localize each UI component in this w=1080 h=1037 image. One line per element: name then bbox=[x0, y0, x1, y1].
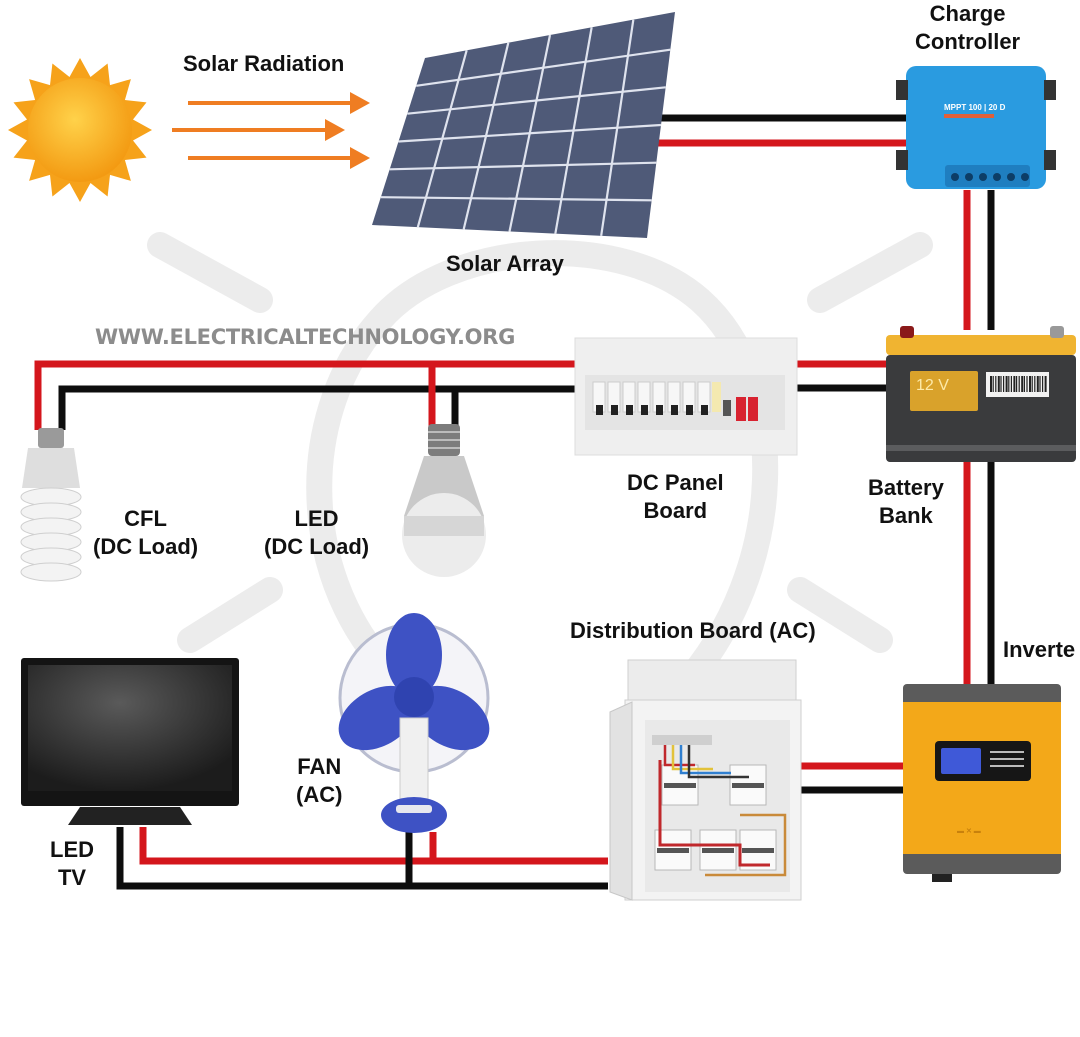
label-led-line2: (DC Load) bbox=[264, 534, 370, 559]
label-led-tv: LED TV bbox=[50, 836, 94, 892]
label-charge-controller: Charge Controller bbox=[915, 0, 1020, 56]
wire-dc-bus-positive bbox=[34, 360, 575, 430]
radiation-arrowhead-2 bbox=[325, 119, 345, 141]
solar-array-panel bbox=[372, 12, 675, 238]
distribution-board-device bbox=[609, 659, 802, 901]
label-fan-line2: (AC) bbox=[296, 782, 343, 807]
wire-ac-bus-positive bbox=[139, 827, 608, 865]
label-fan: FAN (AC) bbox=[296, 753, 342, 809]
led-bulb-device bbox=[402, 424, 486, 577]
label-cfl: CFL (DC Load) bbox=[93, 505, 198, 561]
label-led-line1: LED bbox=[294, 506, 339, 531]
label-dc-panel-board-line1: DC Panel bbox=[627, 470, 724, 495]
label-battery-bank: Battery Bank bbox=[868, 474, 944, 530]
label-cfl-line2: (DC Load) bbox=[93, 534, 199, 559]
label-charge-controller-line2: Controller bbox=[915, 29, 1021, 54]
label-dc-panel-board: DC Panel Board bbox=[627, 469, 724, 525]
label-cfl-line1: CFL bbox=[124, 506, 167, 531]
label-distribution-board: Distribution Board (AC) bbox=[570, 618, 816, 643]
cfl-bulb-device bbox=[20, 428, 82, 582]
label-battery-bank-line1: Battery bbox=[868, 475, 944, 500]
label-dc-panel-board-line2: Board bbox=[643, 498, 708, 523]
solar-radiation-arrows bbox=[172, 92, 370, 169]
wire-dc-bus-negative bbox=[58, 385, 575, 430]
label-inverter: Inverte bbox=[1003, 637, 1076, 662]
radiation-arrowhead-1 bbox=[350, 92, 370, 114]
led-tv-device bbox=[21, 658, 239, 825]
label-solar-array: Solar Array bbox=[446, 251, 564, 276]
label-battery-bank-line2: Bank bbox=[879, 503, 933, 528]
wiring bbox=[34, 114, 995, 890]
label-led: LED (DC Load) bbox=[264, 505, 369, 561]
sun-icon bbox=[8, 58, 152, 202]
charge-controller-model: MPPT 100 | 20 D bbox=[944, 103, 1006, 112]
inverter-device: ▬ ✕ ▬ bbox=[903, 684, 1061, 882]
dc-panel-board-device bbox=[574, 337, 798, 456]
label-led-tv-line2: TV bbox=[57, 865, 87, 890]
sun-disc bbox=[28, 78, 132, 182]
svg-text:▬ ✕ ▬: ▬ ✕ ▬ bbox=[957, 828, 981, 835]
table-fan-device bbox=[338, 613, 490, 833]
battery-device: 12 V bbox=[886, 326, 1076, 462]
label-charge-controller-line1: Charge bbox=[929, 1, 1006, 26]
label-solar-radiation: Solar Radiation bbox=[183, 51, 345, 76]
charge-controller-device: MPPT 100 | 20 D bbox=[896, 66, 1056, 189]
watermark-url: WWW.ELECTRICALTECHNOLOGY.ORG bbox=[95, 325, 516, 349]
label-led-tv-line1: LED bbox=[50, 837, 94, 862]
radiation-arrowhead-3 bbox=[350, 147, 370, 169]
wire-ac-bus-negative bbox=[116, 827, 608, 890]
label-fan-line1: FAN bbox=[297, 754, 342, 779]
battery-voltage: 12 V bbox=[916, 377, 949, 394]
